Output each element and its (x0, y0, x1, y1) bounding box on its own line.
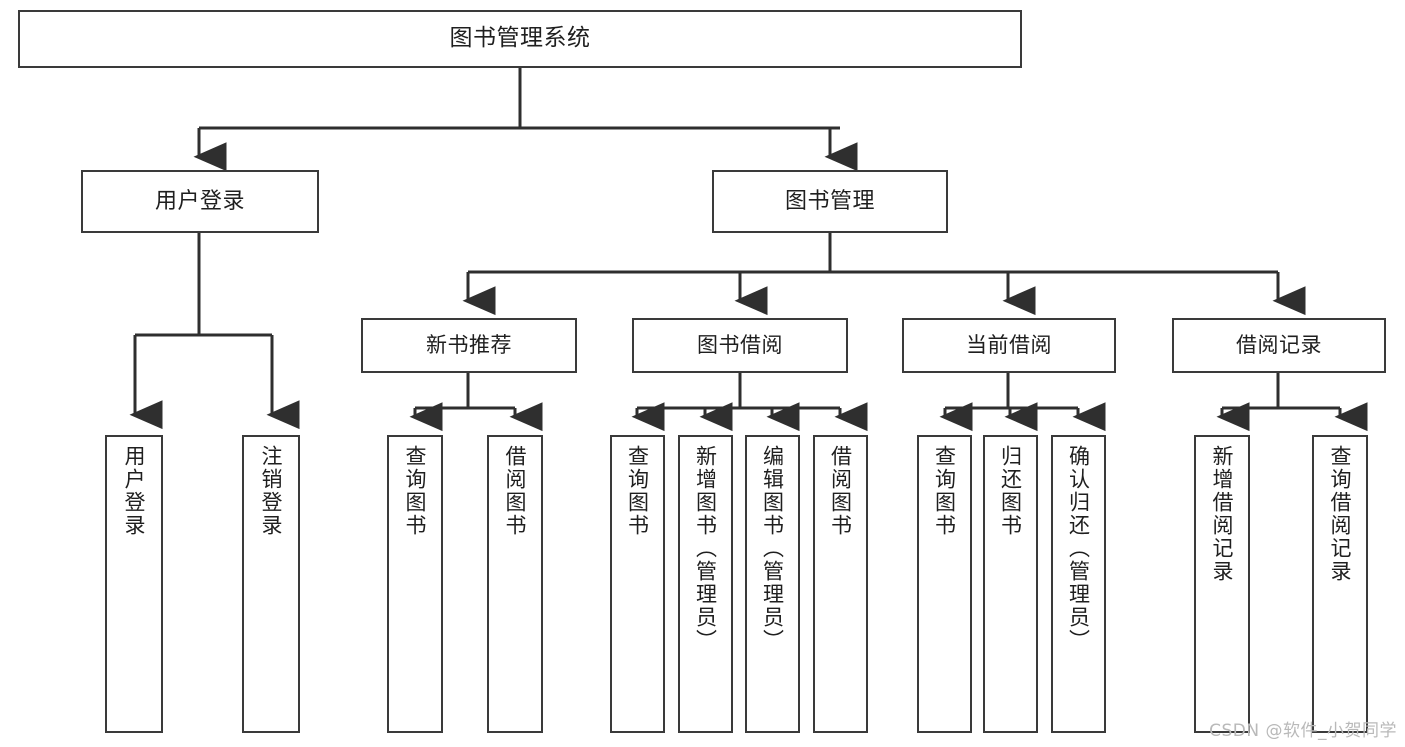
node-leaf-borrow-book-1[interactable]: 借阅图书 (487, 435, 543, 733)
node-leaf-add-book[interactable]: 新增图书（管理员） (678, 435, 733, 733)
node-leaf-query-book-1[interactable]: 查询图书 (387, 435, 443, 733)
node-book-borrow-label: 图书借阅 (697, 333, 783, 358)
node-user-login[interactable]: 用户登录 (81, 170, 319, 233)
node-new-book-recommend[interactable]: 新书推荐 (361, 318, 577, 373)
node-leaf-query-record-label: 查询借阅记录 (1328, 445, 1353, 583)
node-borrow-record-label: 借阅记录 (1236, 333, 1322, 358)
node-leaf-borrow-book-1-label: 借阅图书 (503, 445, 528, 537)
csdn-watermark: CSDN @软件_小贺同学 (1209, 721, 1397, 741)
node-leaf-query-book-2[interactable]: 查询图书 (610, 435, 665, 733)
node-leaf-return-book[interactable]: 归还图书 (983, 435, 1038, 733)
node-root[interactable]: 图书管理系统 (18, 10, 1022, 68)
node-leaf-confirm-return-label: 确认归还（管理员） (1066, 445, 1091, 652)
node-leaf-edit-book-label: 编辑图书（管理员） (760, 445, 785, 652)
node-leaf-add-book-label: 新增图书（管理员） (693, 445, 718, 652)
node-leaf-query-book-3[interactable]: 查询图书 (917, 435, 972, 733)
node-borrow-record[interactable]: 借阅记录 (1172, 318, 1386, 373)
node-leaf-user-login-label: 用户登录 (122, 445, 147, 537)
node-book-manage-label: 图书管理 (784, 188, 875, 214)
node-leaf-query-record[interactable]: 查询借阅记录 (1312, 435, 1368, 733)
node-leaf-borrow-book-2-label: 借阅图书 (828, 445, 853, 537)
node-new-book-recommend-label: 新书推荐 (426, 333, 512, 358)
node-leaf-query-book-2-label: 查询图书 (625, 445, 650, 537)
node-leaf-return-book-label: 归还图书 (998, 445, 1023, 537)
node-leaf-user-login[interactable]: 用户登录 (105, 435, 163, 733)
node-current-borrow-label: 当前借阅 (966, 333, 1052, 358)
node-leaf-user-logout-label: 注销登录 (259, 445, 284, 537)
node-leaf-query-book-1-label: 查询图书 (403, 445, 428, 537)
node-leaf-borrow-book-2[interactable]: 借阅图书 (813, 435, 868, 733)
node-root-label: 图书管理系统 (449, 25, 591, 52)
node-leaf-confirm-return[interactable]: 确认归还（管理员） (1051, 435, 1106, 733)
node-user-login-label: 用户登录 (154, 188, 245, 214)
node-book-borrow[interactable]: 图书借阅 (632, 318, 848, 373)
node-leaf-user-logout[interactable]: 注销登录 (242, 435, 300, 733)
node-leaf-query-book-3-label: 查询图书 (932, 445, 957, 537)
node-book-manage[interactable]: 图书管理 (712, 170, 948, 233)
node-leaf-add-record-label: 新增借阅记录 (1210, 445, 1235, 583)
node-leaf-add-record[interactable]: 新增借阅记录 (1194, 435, 1250, 733)
node-leaf-edit-book[interactable]: 编辑图书（管理员） (745, 435, 800, 733)
node-current-borrow[interactable]: 当前借阅 (902, 318, 1116, 373)
